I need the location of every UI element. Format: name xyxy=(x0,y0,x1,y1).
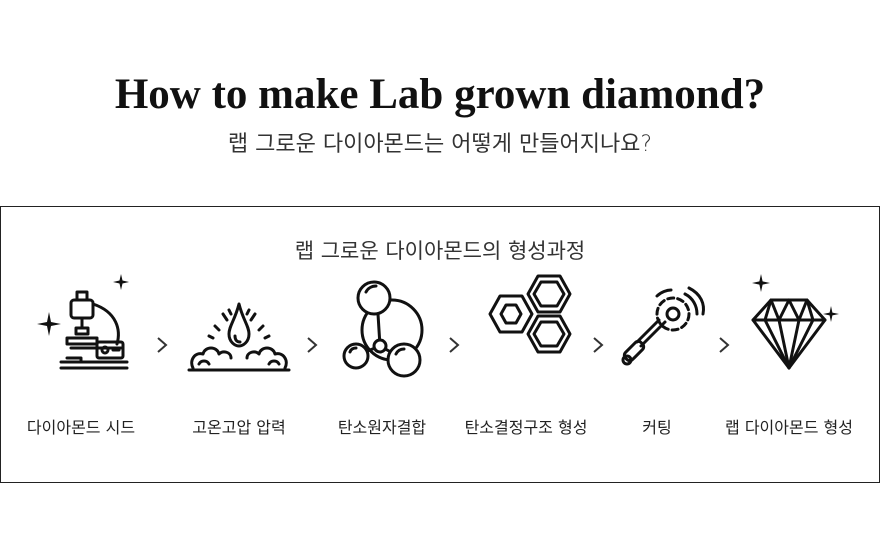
page-title: How to make Lab grown diamond? xyxy=(114,71,766,118)
chevron-right-icon xyxy=(593,337,604,353)
step-label: 탄소원자결합 xyxy=(337,418,427,437)
process-panel: 랩 그로운 다이아몬드의 형성과정 다이아몬드 시드 xyxy=(0,206,880,483)
step-carbon-bonding: 탄소원자결합 xyxy=(312,272,452,442)
carbon-atoms-icon xyxy=(342,280,424,378)
process-title: 랩 그로운 다이아몬드의 형성과정 xyxy=(294,239,586,263)
pressure-drop-icon xyxy=(187,302,291,372)
step-hpht-pressure: 고온고압 압력 xyxy=(169,272,309,442)
diamond-icon xyxy=(751,274,839,370)
chevron-right-icon xyxy=(157,337,168,353)
cutting-tool-icon xyxy=(621,286,705,366)
chevron-right-icon xyxy=(449,337,460,353)
crystal-structure-icon xyxy=(488,274,572,354)
microscope-icon xyxy=(37,274,129,370)
chevron-right-icon xyxy=(719,337,730,353)
step-label: 랩 다이아몬드 형성 xyxy=(725,418,853,437)
step-lab-diamond: 랩 다이아몬드 형성 xyxy=(719,272,859,442)
chevron-right-icon xyxy=(307,337,318,353)
step-label: 탄소결정구조 형성 xyxy=(464,418,588,437)
step-diamond-seed: 다이아몬드 시드 xyxy=(11,272,151,442)
step-label: 커팅 xyxy=(642,418,672,437)
page-subtitle: 랩 그로운 다이아몬드는 어떻게 만들어지나요? xyxy=(227,132,653,157)
step-cutting: 커팅 xyxy=(587,272,727,442)
step-label: 고온고압 압력 xyxy=(192,418,286,437)
step-label: 다이아몬드 시드 xyxy=(26,418,136,437)
step-crystal-structure: 탄소결정구조 형성 xyxy=(456,272,596,442)
